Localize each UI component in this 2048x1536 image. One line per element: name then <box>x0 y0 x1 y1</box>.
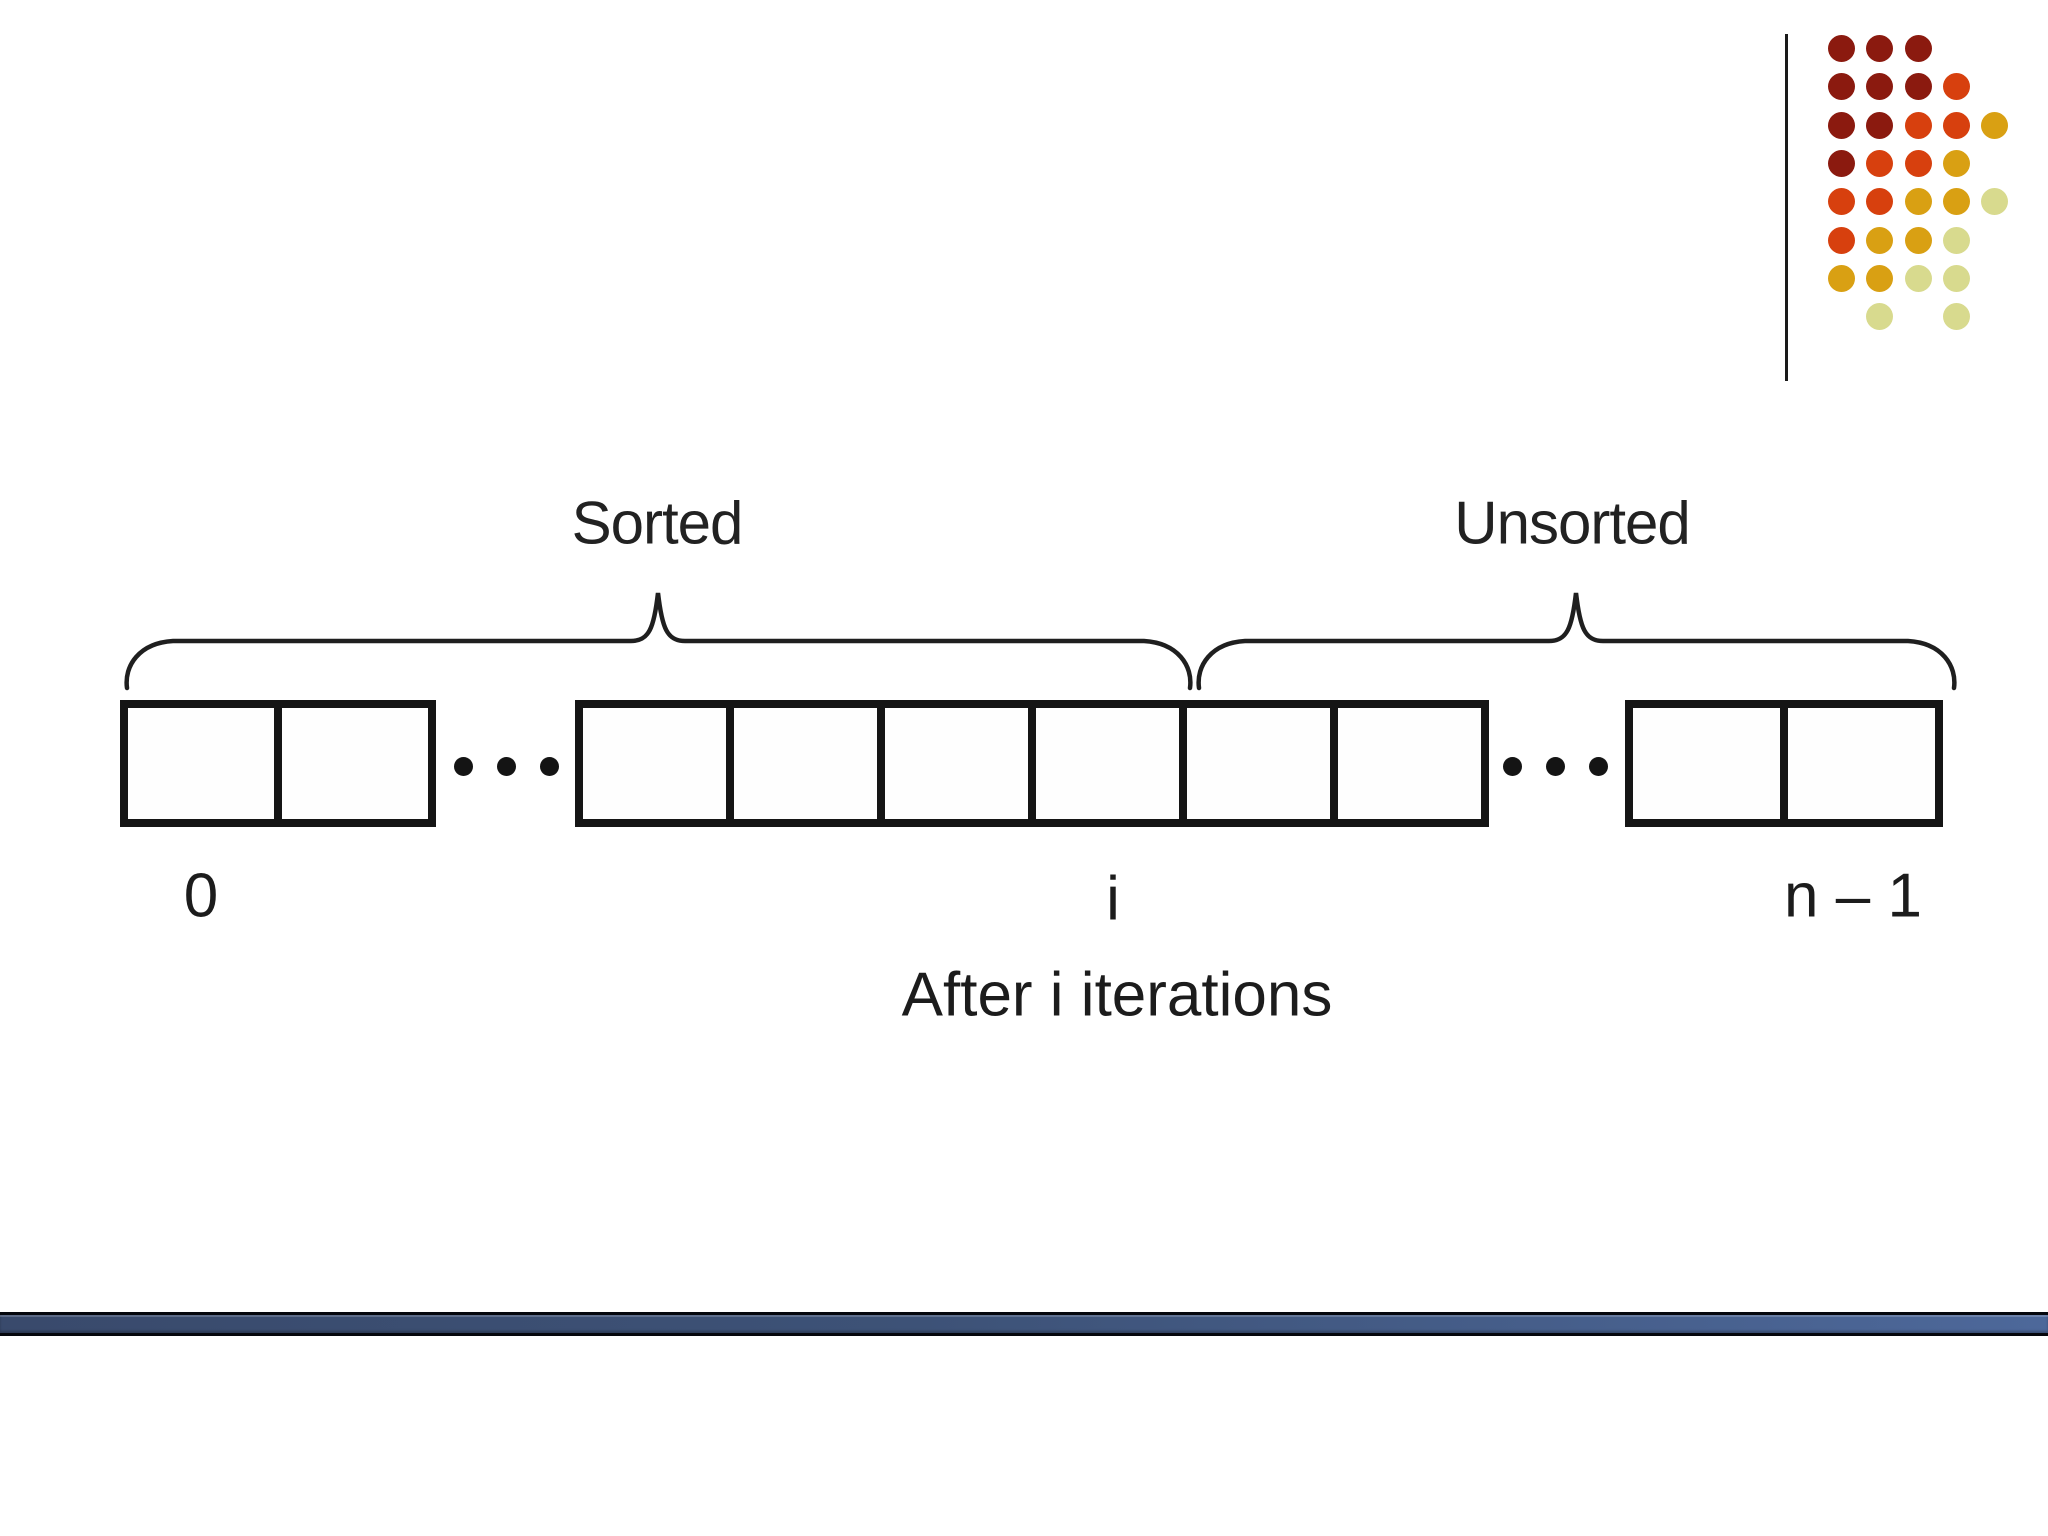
index-label-i: i <box>1106 864 1120 934</box>
decor-dot <box>1828 35 1855 62</box>
decor-dot <box>1904 188 1932 216</box>
array-cell <box>1780 708 1935 819</box>
decor-dot <box>1828 264 1855 292</box>
array-cell <box>877 708 1028 819</box>
unsorted-brace <box>1196 592 1957 691</box>
unsorted-label: Unsorted <box>1454 489 1690 557</box>
decor-dot <box>1866 303 1894 331</box>
array-segment-middle <box>575 700 1489 827</box>
ellipsis-left <box>454 757 559 776</box>
decor-dot <box>1942 264 1970 292</box>
array-segment-left <box>120 700 436 827</box>
decor-dot <box>1904 226 1932 254</box>
decor-dot <box>1866 188 1894 216</box>
ellipsis-dot <box>1589 757 1608 776</box>
decor-dot <box>1981 111 2009 139</box>
array-cell <box>1028 708 1179 819</box>
ellipsis-dot <box>540 757 559 776</box>
decor-dot <box>1828 111 1855 139</box>
decor-dot <box>1828 73 1855 101</box>
array-cell <box>583 708 726 819</box>
decor-dot <box>1942 188 1970 216</box>
ellipsis-right <box>1503 757 1608 776</box>
decor-dot <box>1904 73 1932 101</box>
decor-dot <box>1828 226 1855 254</box>
sorted-brace <box>124 592 1193 691</box>
decor-dot <box>1942 73 1970 101</box>
decor-dot <box>1866 226 1894 254</box>
sorted-label: Sorted <box>571 489 744 557</box>
ellipsis-dot <box>497 757 516 776</box>
decor-dot <box>1866 73 1894 101</box>
decor-dot <box>1866 264 1894 292</box>
ellipsis-dot <box>454 757 473 776</box>
corner-divider-line <box>1785 34 1788 381</box>
decor-dot <box>1828 149 1855 177</box>
decor-dot <box>1904 111 1932 139</box>
ellipsis-dot <box>1503 757 1522 776</box>
decor-dot <box>1942 111 1970 139</box>
decor-dot <box>1942 149 1970 177</box>
diagram-caption: After i iterations <box>901 960 1333 1030</box>
array-cell <box>274 708 428 819</box>
array-cell <box>1330 708 1481 819</box>
decor-dot <box>1942 303 1970 331</box>
decor-dot <box>1981 188 2009 216</box>
array-cell <box>1633 708 1780 819</box>
index-label-n-minus-1: n – 1 <box>1784 861 1922 931</box>
decor-dot <box>1866 111 1894 139</box>
decor-dot <box>1942 226 1970 254</box>
ellipsis-dot <box>1546 757 1565 776</box>
index-label-zero: 0 <box>183 861 219 931</box>
array-cell <box>1179 708 1330 819</box>
decor-dot <box>1904 264 1932 292</box>
footer-bar <box>0 1312 2048 1336</box>
decor-dot <box>1866 35 1894 62</box>
decor-dot <box>1866 149 1894 177</box>
array-cell <box>128 708 274 819</box>
decorative-dot-grid <box>1828 35 2028 345</box>
decor-dot <box>1828 188 1855 216</box>
decor-dot <box>1904 35 1932 62</box>
array-segment-right <box>1625 700 1943 827</box>
array-cell <box>726 708 877 819</box>
decor-dot <box>1904 149 1932 177</box>
